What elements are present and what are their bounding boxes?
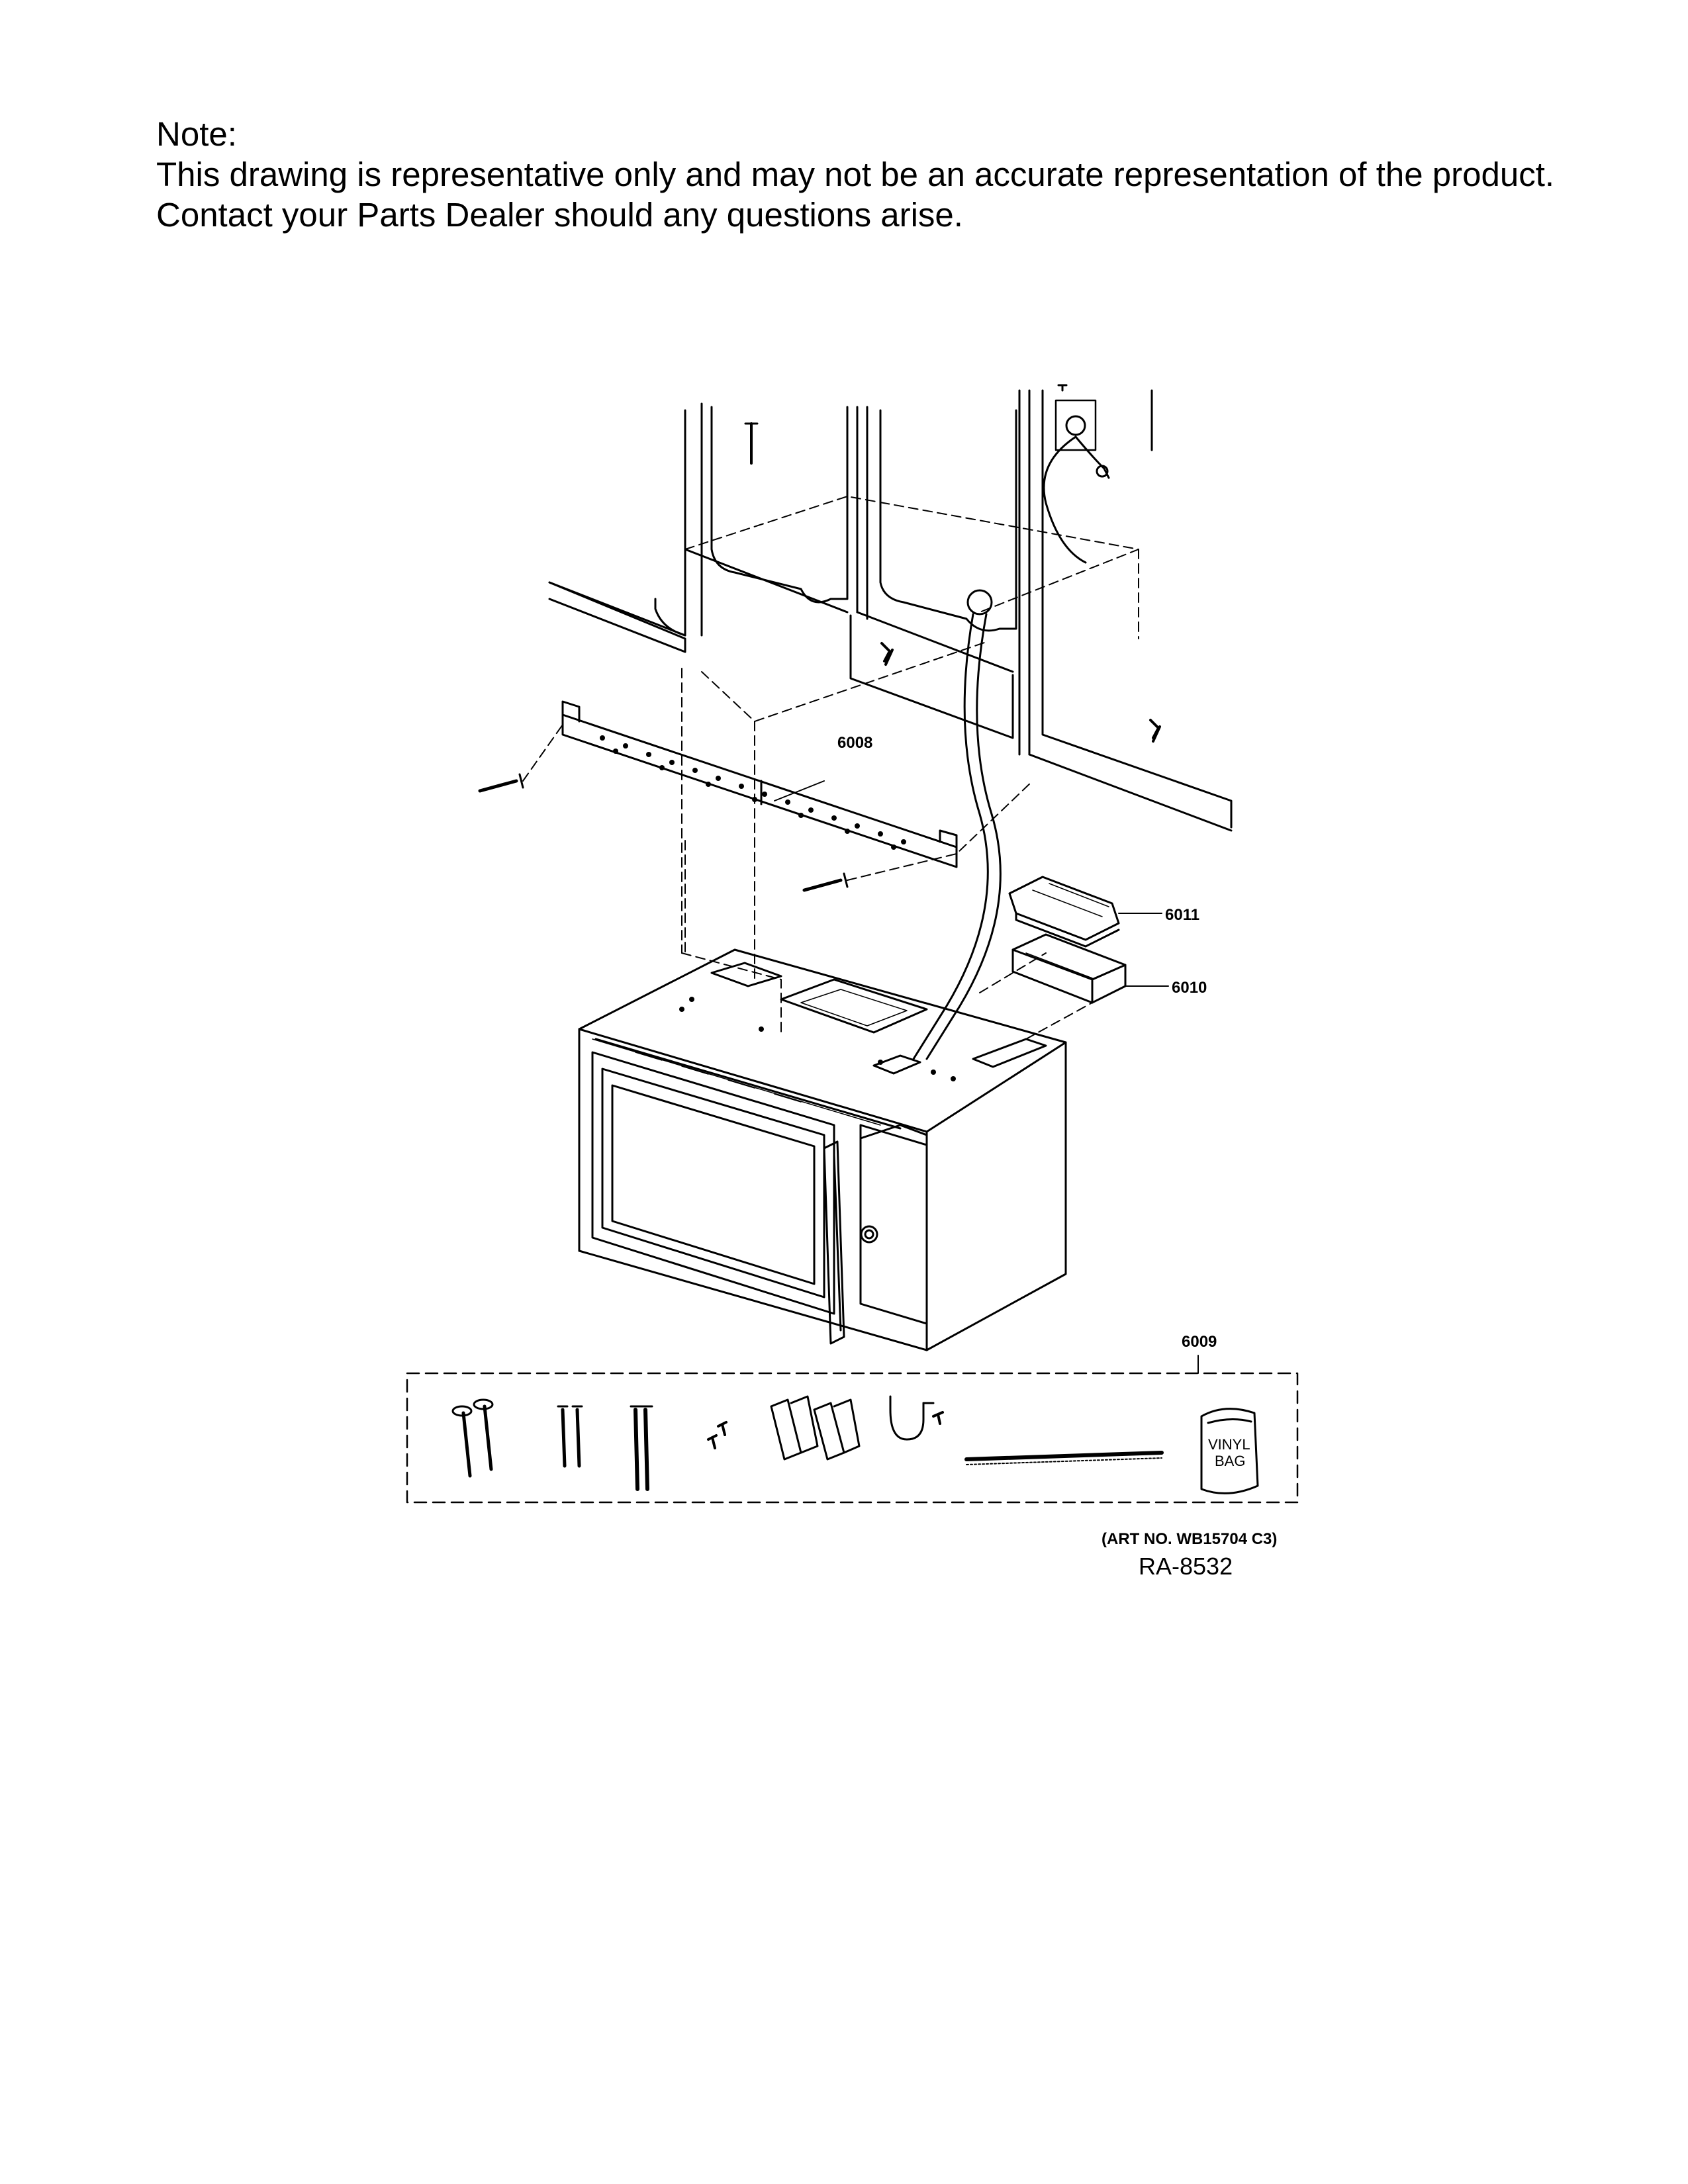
- note-heading: Note:: [156, 115, 237, 153]
- wall-cabinets: [548, 384, 1233, 832]
- callout-leaders: [1118, 913, 1199, 1374]
- hardware-kit-6009: [406, 1372, 1299, 1504]
- mounting-plate: [478, 668, 1033, 1033]
- note-line-2: Contact your Parts Dealer should any que…: [156, 196, 963, 234]
- callout-6010: 6010: [1172, 979, 1207, 997]
- vinyl-bag-label-2: BAG: [1215, 1453, 1245, 1469]
- note-line-1: This drawing is representative only and …: [156, 156, 1555, 193]
- callout-6008: 6008: [837, 734, 872, 752]
- art-number: (ART NO. WB15704 C3): [1102, 1530, 1278, 1548]
- reference-number: RA-8532: [1139, 1553, 1233, 1580]
- microwave-oven: [578, 948, 1067, 1351]
- vinyl-bag-label-1: VINYL: [1208, 1436, 1250, 1453]
- callout-6011: 6011: [1165, 906, 1199, 924]
- damper-6011: [1008, 876, 1120, 948]
- note-block: Note: This drawing is representative onl…: [156, 114, 1554, 235]
- power-cord: [912, 589, 1002, 1060]
- callout-6009: 6009: [1182, 1333, 1217, 1351]
